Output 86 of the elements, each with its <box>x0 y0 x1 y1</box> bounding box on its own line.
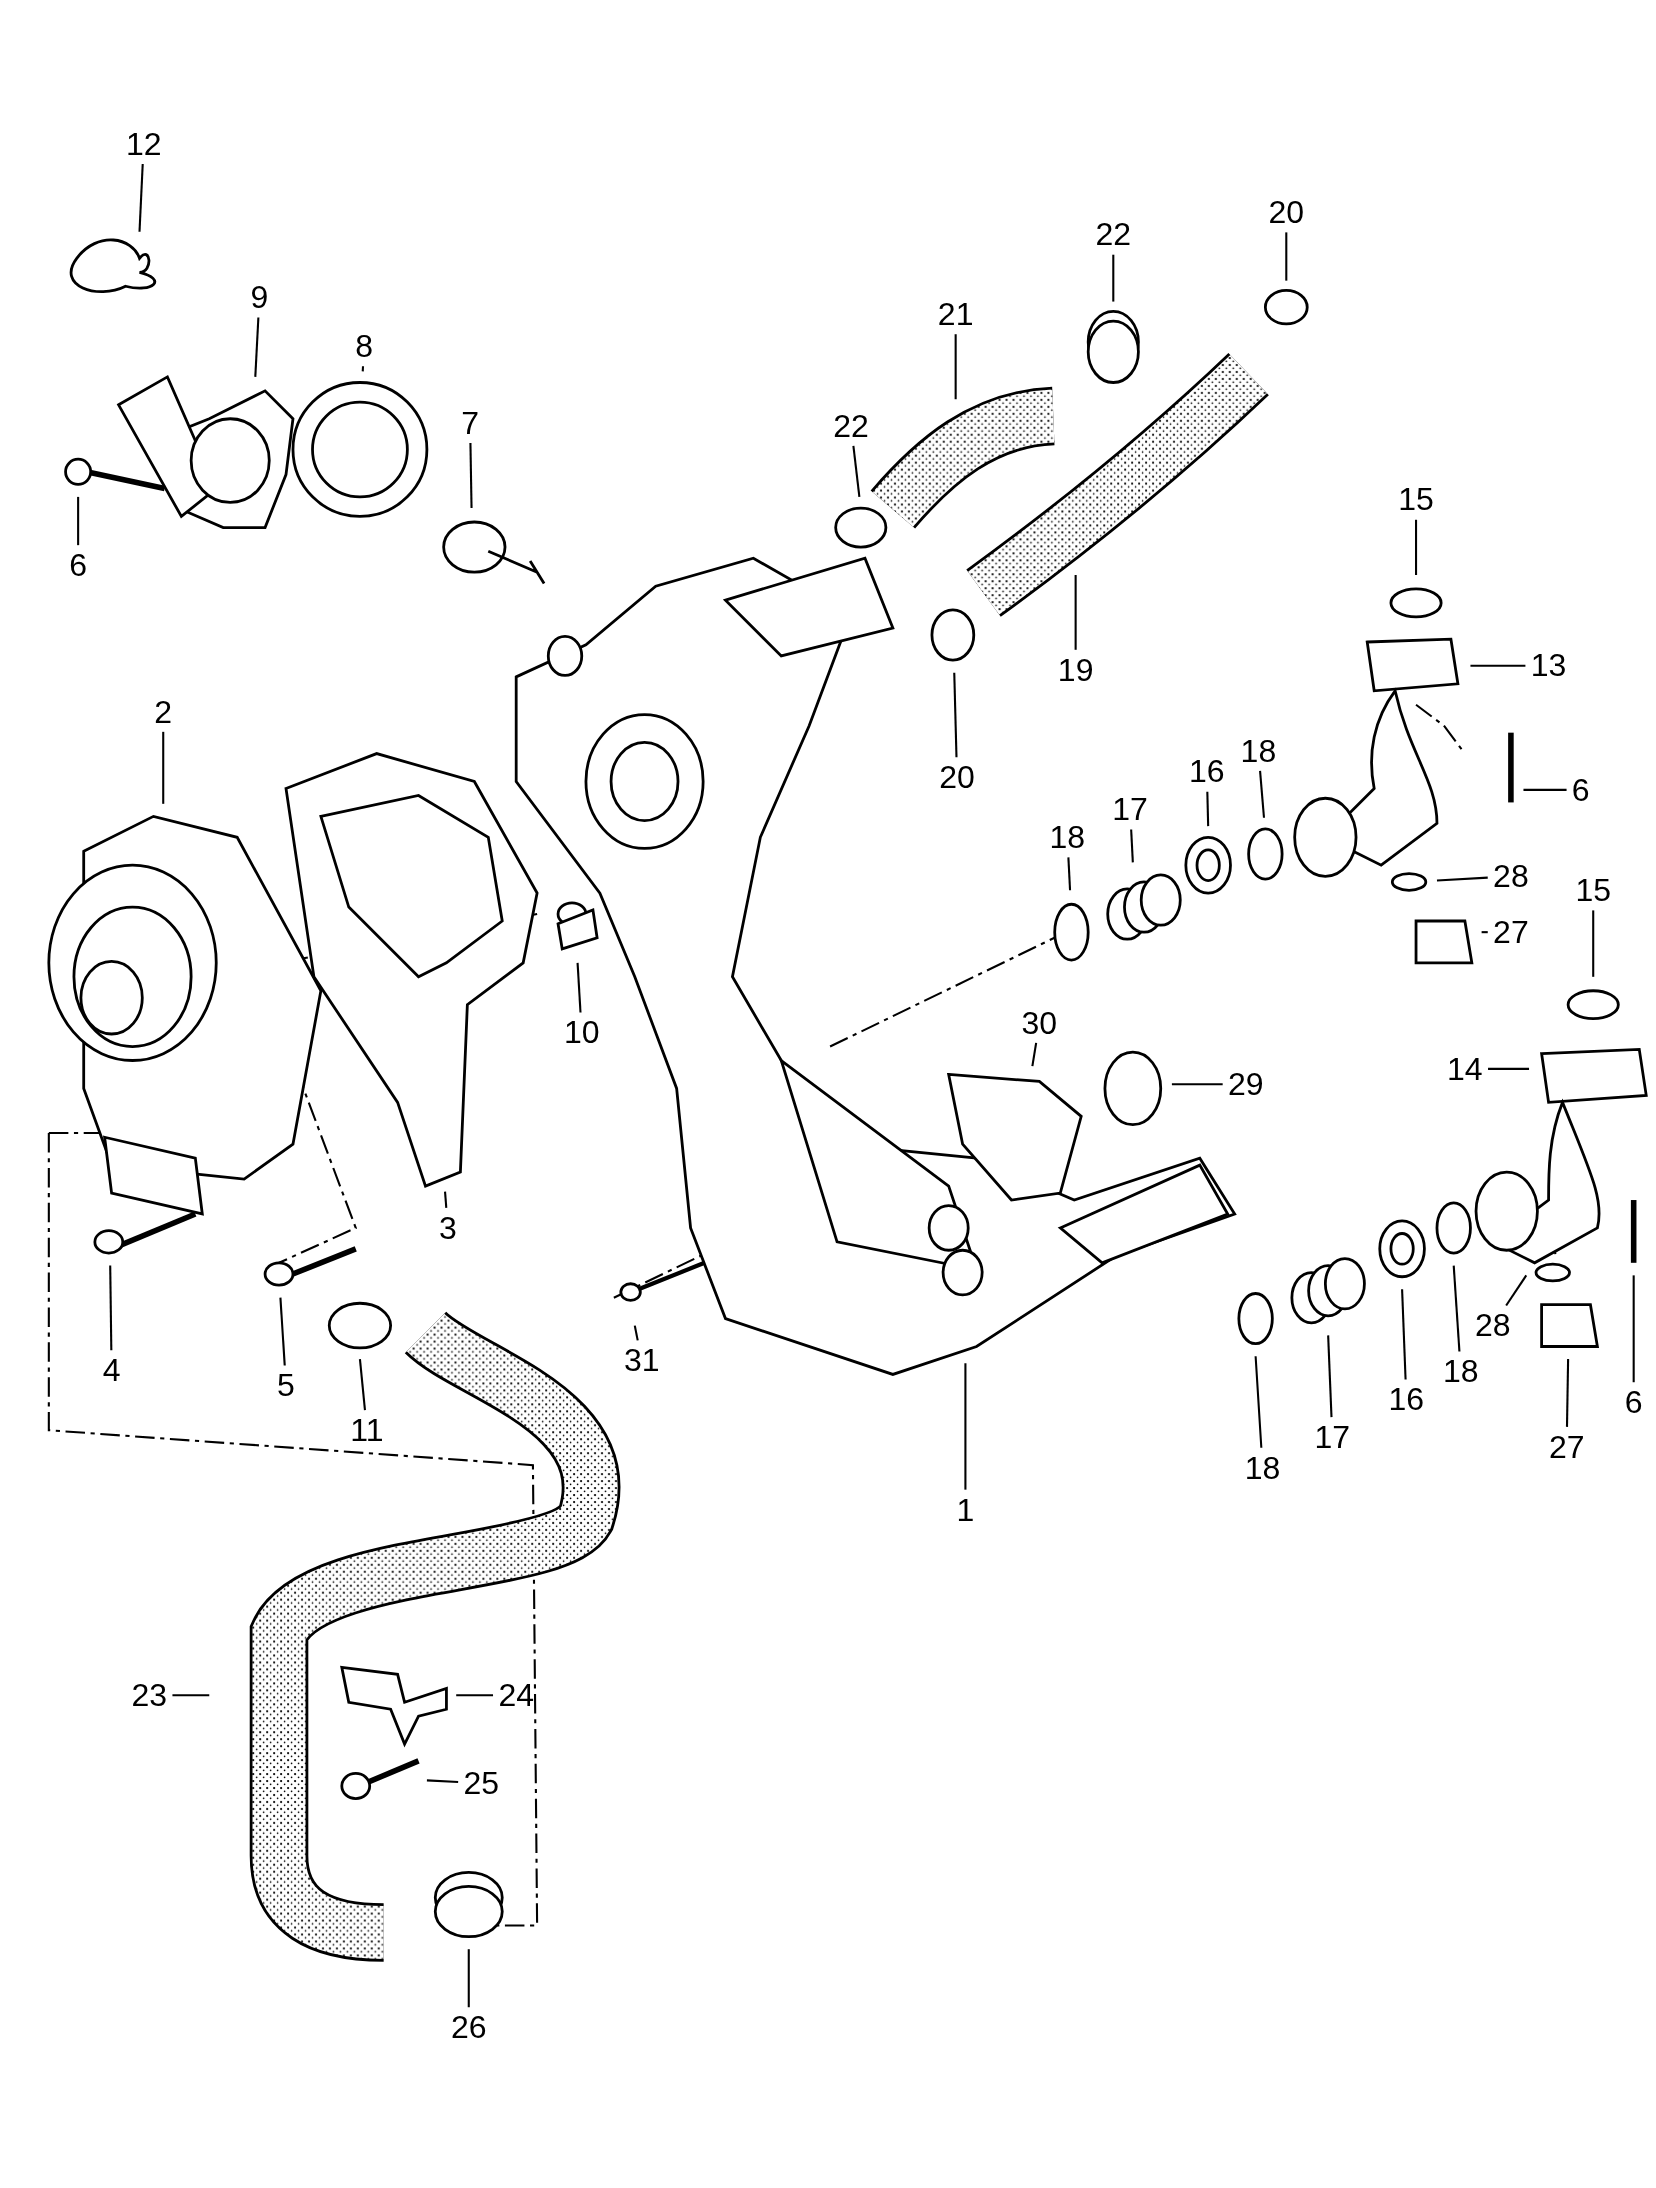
callout-number: 31 <box>620 1342 663 1379</box>
leader-line <box>1074 575 1077 650</box>
leader-line <box>1481 931 1488 934</box>
leader-line <box>954 334 957 400</box>
leader-line <box>953 672 958 758</box>
callout-number: 12 <box>122 125 165 162</box>
callout-number: 18 <box>1439 1353 1482 1390</box>
leader-line <box>1470 664 1526 667</box>
leader-line <box>633 1325 639 1341</box>
leader-line <box>1254 1356 1263 1448</box>
callout-number: 22 <box>1092 216 1135 253</box>
callout-number: 28 <box>1489 858 1532 895</box>
callout-number: 24 <box>495 1677 538 1714</box>
leader-line <box>1505 1274 1528 1307</box>
leader-line <box>361 366 365 372</box>
callout-number: 6 <box>1568 771 1593 808</box>
callout-number: 21 <box>934 295 977 332</box>
leader-line <box>1130 829 1134 863</box>
callout-number: 27 <box>1545 1428 1588 1465</box>
callout-number: 18 <box>1046 819 1089 856</box>
callout-number: 17 <box>1109 791 1152 828</box>
callout-number: 16 <box>1185 753 1228 790</box>
callout-number: 6 <box>66 547 91 583</box>
callout-number: 18 <box>1237 732 1280 769</box>
leader-line <box>1565 1359 1570 1427</box>
callout-number: 5 <box>274 1367 298 1404</box>
leader-line <box>469 443 473 509</box>
leader-line <box>254 317 260 377</box>
callout-number: 13 <box>1527 647 1570 684</box>
callout-number: 3 <box>435 1209 460 1246</box>
leader-line <box>1327 1335 1333 1418</box>
callout-number: 7 <box>458 404 483 441</box>
leader-line <box>279 1297 286 1366</box>
callout-number: 26 <box>447 2009 490 2046</box>
leader-line <box>1415 519 1418 575</box>
callout-number: 2 <box>151 693 176 730</box>
leader-line <box>1488 1067 1530 1070</box>
leader-line <box>77 496 80 546</box>
callout-number: 28 <box>1471 1307 1514 1344</box>
leader-line <box>1259 770 1265 818</box>
leader-line <box>576 962 582 1013</box>
leader-line <box>467 1949 470 2008</box>
leader-line <box>1206 791 1210 827</box>
leader-line <box>1171 1083 1223 1086</box>
leader-line <box>358 1358 366 1411</box>
callout-number: 30 <box>1018 1004 1061 1041</box>
leader-line <box>109 1265 113 1351</box>
leader-line <box>1436 876 1488 882</box>
leader-line <box>162 731 165 804</box>
leader-line <box>426 1779 459 1784</box>
callout-number: 4 <box>99 1352 124 1388</box>
callout-number: 18 <box>1241 1449 1284 1486</box>
leader-line <box>1523 788 1567 791</box>
leader-line <box>1452 1265 1461 1352</box>
callout-number: 14 <box>1443 1050 1486 1087</box>
leader-line <box>1031 1042 1038 1067</box>
leader-line <box>444 1191 448 1208</box>
callout-number: 22 <box>830 407 872 444</box>
callout-number: 11 <box>345 1412 388 1448</box>
leader-line <box>852 445 861 497</box>
leader-line <box>1067 857 1072 891</box>
callout-number: 8 <box>352 328 377 364</box>
leader-line <box>1632 1275 1635 1383</box>
leader-line <box>964 1363 967 1490</box>
callout-number: 19 <box>1054 651 1097 688</box>
leader-line <box>172 1694 210 1697</box>
callout-number: 1 <box>953 1491 978 1528</box>
callout-number: 25 <box>460 1764 503 1801</box>
callout-number: 6 <box>1621 1384 1646 1421</box>
callout-number: 15 <box>1572 872 1615 909</box>
callout-number: 29 <box>1224 1066 1267 1102</box>
callout-number: 20 <box>1265 194 1308 231</box>
leader-line <box>1592 910 1595 977</box>
leader-line <box>1112 254 1115 302</box>
callout-number: 15 <box>1395 481 1438 518</box>
callout-number: 16 <box>1385 1381 1428 1418</box>
leader-line <box>1401 1289 1407 1380</box>
leader-line <box>456 1694 494 1697</box>
callout-number: 27 <box>1489 913 1532 950</box>
leader-line <box>1285 232 1288 281</box>
leader-line <box>138 163 144 232</box>
callout-number: 20 <box>936 759 979 796</box>
callout-number: 10 <box>560 1014 603 1051</box>
callout-number: 23 <box>128 1677 171 1714</box>
callout-number: 9 <box>247 279 272 316</box>
callout-number: 17 <box>1311 1418 1354 1455</box>
